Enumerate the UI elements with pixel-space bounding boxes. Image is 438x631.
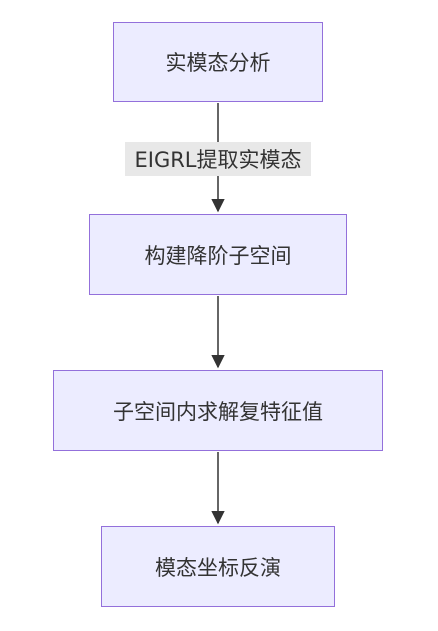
edge-label: EIGRL提取实模态 xyxy=(125,142,311,176)
flowchart-node: 实模态分析 xyxy=(113,22,323,102)
flowchart-node: 构建降阶子空间 xyxy=(89,214,347,295)
flowchart-node: 子空间内求解复特征值 xyxy=(53,370,383,451)
flowchart-node: 模态坐标反演 xyxy=(101,526,335,607)
